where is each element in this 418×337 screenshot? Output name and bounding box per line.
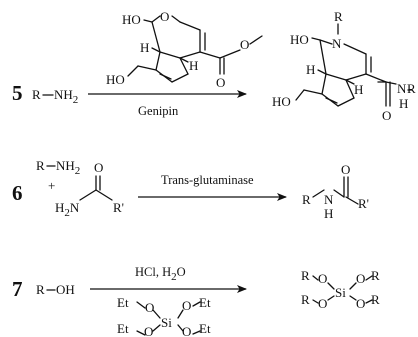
reaction-6-amide-o: O <box>94 160 103 175</box>
reaction-5-number: 5 <box>12 81 23 105</box>
reaction-5-reagent-label: Genipin <box>138 104 179 118</box>
product-5-n-ring: N <box>332 36 342 51</box>
product-6-o: O <box>341 162 350 177</box>
reaction-6-amide-rprime: R' <box>113 200 124 215</box>
product-6-h: H <box>324 206 333 221</box>
reaction-7-reactant-oh: OH <box>56 282 75 297</box>
product-6-r: R <box>302 192 311 207</box>
reaction-6-enzyme-label: Trans-glutaminase <box>161 173 254 187</box>
reaction-5: 5 R NH2 Genipin <box>12 9 416 123</box>
product-7-r-4: R <box>371 292 380 307</box>
genipin-h-right: H <box>189 58 198 73</box>
product-5-amide-r: R <box>407 81 416 96</box>
genipin-carbonyl-o: O <box>216 75 225 90</box>
teos-o-1: O <box>145 300 154 315</box>
product-5-amide-o: O <box>382 108 391 123</box>
product-7-o-1: O <box>318 271 327 286</box>
teos-et-2: Et <box>199 295 211 310</box>
product-5-amide-n: N <box>397 81 407 96</box>
reaction-7-number: 7 <box>12 277 23 301</box>
product-5-ho-side: HO <box>272 94 291 109</box>
teos-et-4: Et <box>199 321 211 336</box>
teos-et-3: Et <box>117 321 129 336</box>
reaction-6-amine-nh2: NH2 <box>56 158 80 177</box>
reaction-7-conditions: HCl, H2O <box>135 265 186 283</box>
product-7-r-3: R <box>301 292 310 307</box>
product-7-o-4: O <box>356 296 365 311</box>
product-5-ho-top: HO <box>290 32 309 47</box>
product-7-r-1: R <box>301 268 310 283</box>
reaction-6-plus: + <box>48 178 55 193</box>
genipin-ester-o: O <box>240 37 249 52</box>
product-7-r-2: R <box>371 268 380 283</box>
genipin-ho-top: HO <box>122 12 141 27</box>
product-7-si: Si <box>335 285 346 300</box>
product-7-structure: R O O R Si R O O R <box>301 268 380 311</box>
reaction-5-reactant-r: R <box>32 87 41 102</box>
teos-o-3: O <box>144 324 153 337</box>
product-5-h-right: H <box>354 82 363 97</box>
product-6-n: N <box>324 192 334 207</box>
product-7-o-3: O <box>318 296 327 311</box>
product-5-structure: HO N R H HO H O N H R <box>272 9 416 123</box>
genipin-h-left: H <box>140 40 149 55</box>
reaction-7: 7 R OH HCl, H2O Et O O Et Si Et O O Et <box>12 265 380 337</box>
product-5-amide-h: H <box>399 96 408 111</box>
teos-o-2: O <box>182 298 191 313</box>
reaction-6-amide-h2n: H2N <box>55 200 80 219</box>
reaction-5-reactant-nh2: NH2 <box>54 87 78 106</box>
teos-o-4: O <box>182 324 191 337</box>
reaction-6: 6 R NH2 + O H2N R' Trans-glutaminase R N… <box>12 158 369 221</box>
product-6-rprime: R' <box>358 196 369 211</box>
teos-structure: Et O O Et Si Et O O Et <box>117 295 211 337</box>
product-5-r-ring: R <box>334 9 343 24</box>
teos-si: Si <box>161 315 172 330</box>
teos-et-1: Et <box>117 295 129 310</box>
reaction-6-number: 6 <box>12 181 23 205</box>
product-7-o-2: O <box>356 271 365 286</box>
genipin-structure: HO O H HO H O O <box>106 9 263 90</box>
reaction-6-amine-r: R <box>36 158 45 173</box>
reaction-7-reactant-r: R <box>36 282 45 297</box>
genipin-ho-side: HO <box>106 72 125 87</box>
product-5-h-left: H <box>306 62 315 77</box>
genipin-ring-o: O <box>160 9 169 24</box>
